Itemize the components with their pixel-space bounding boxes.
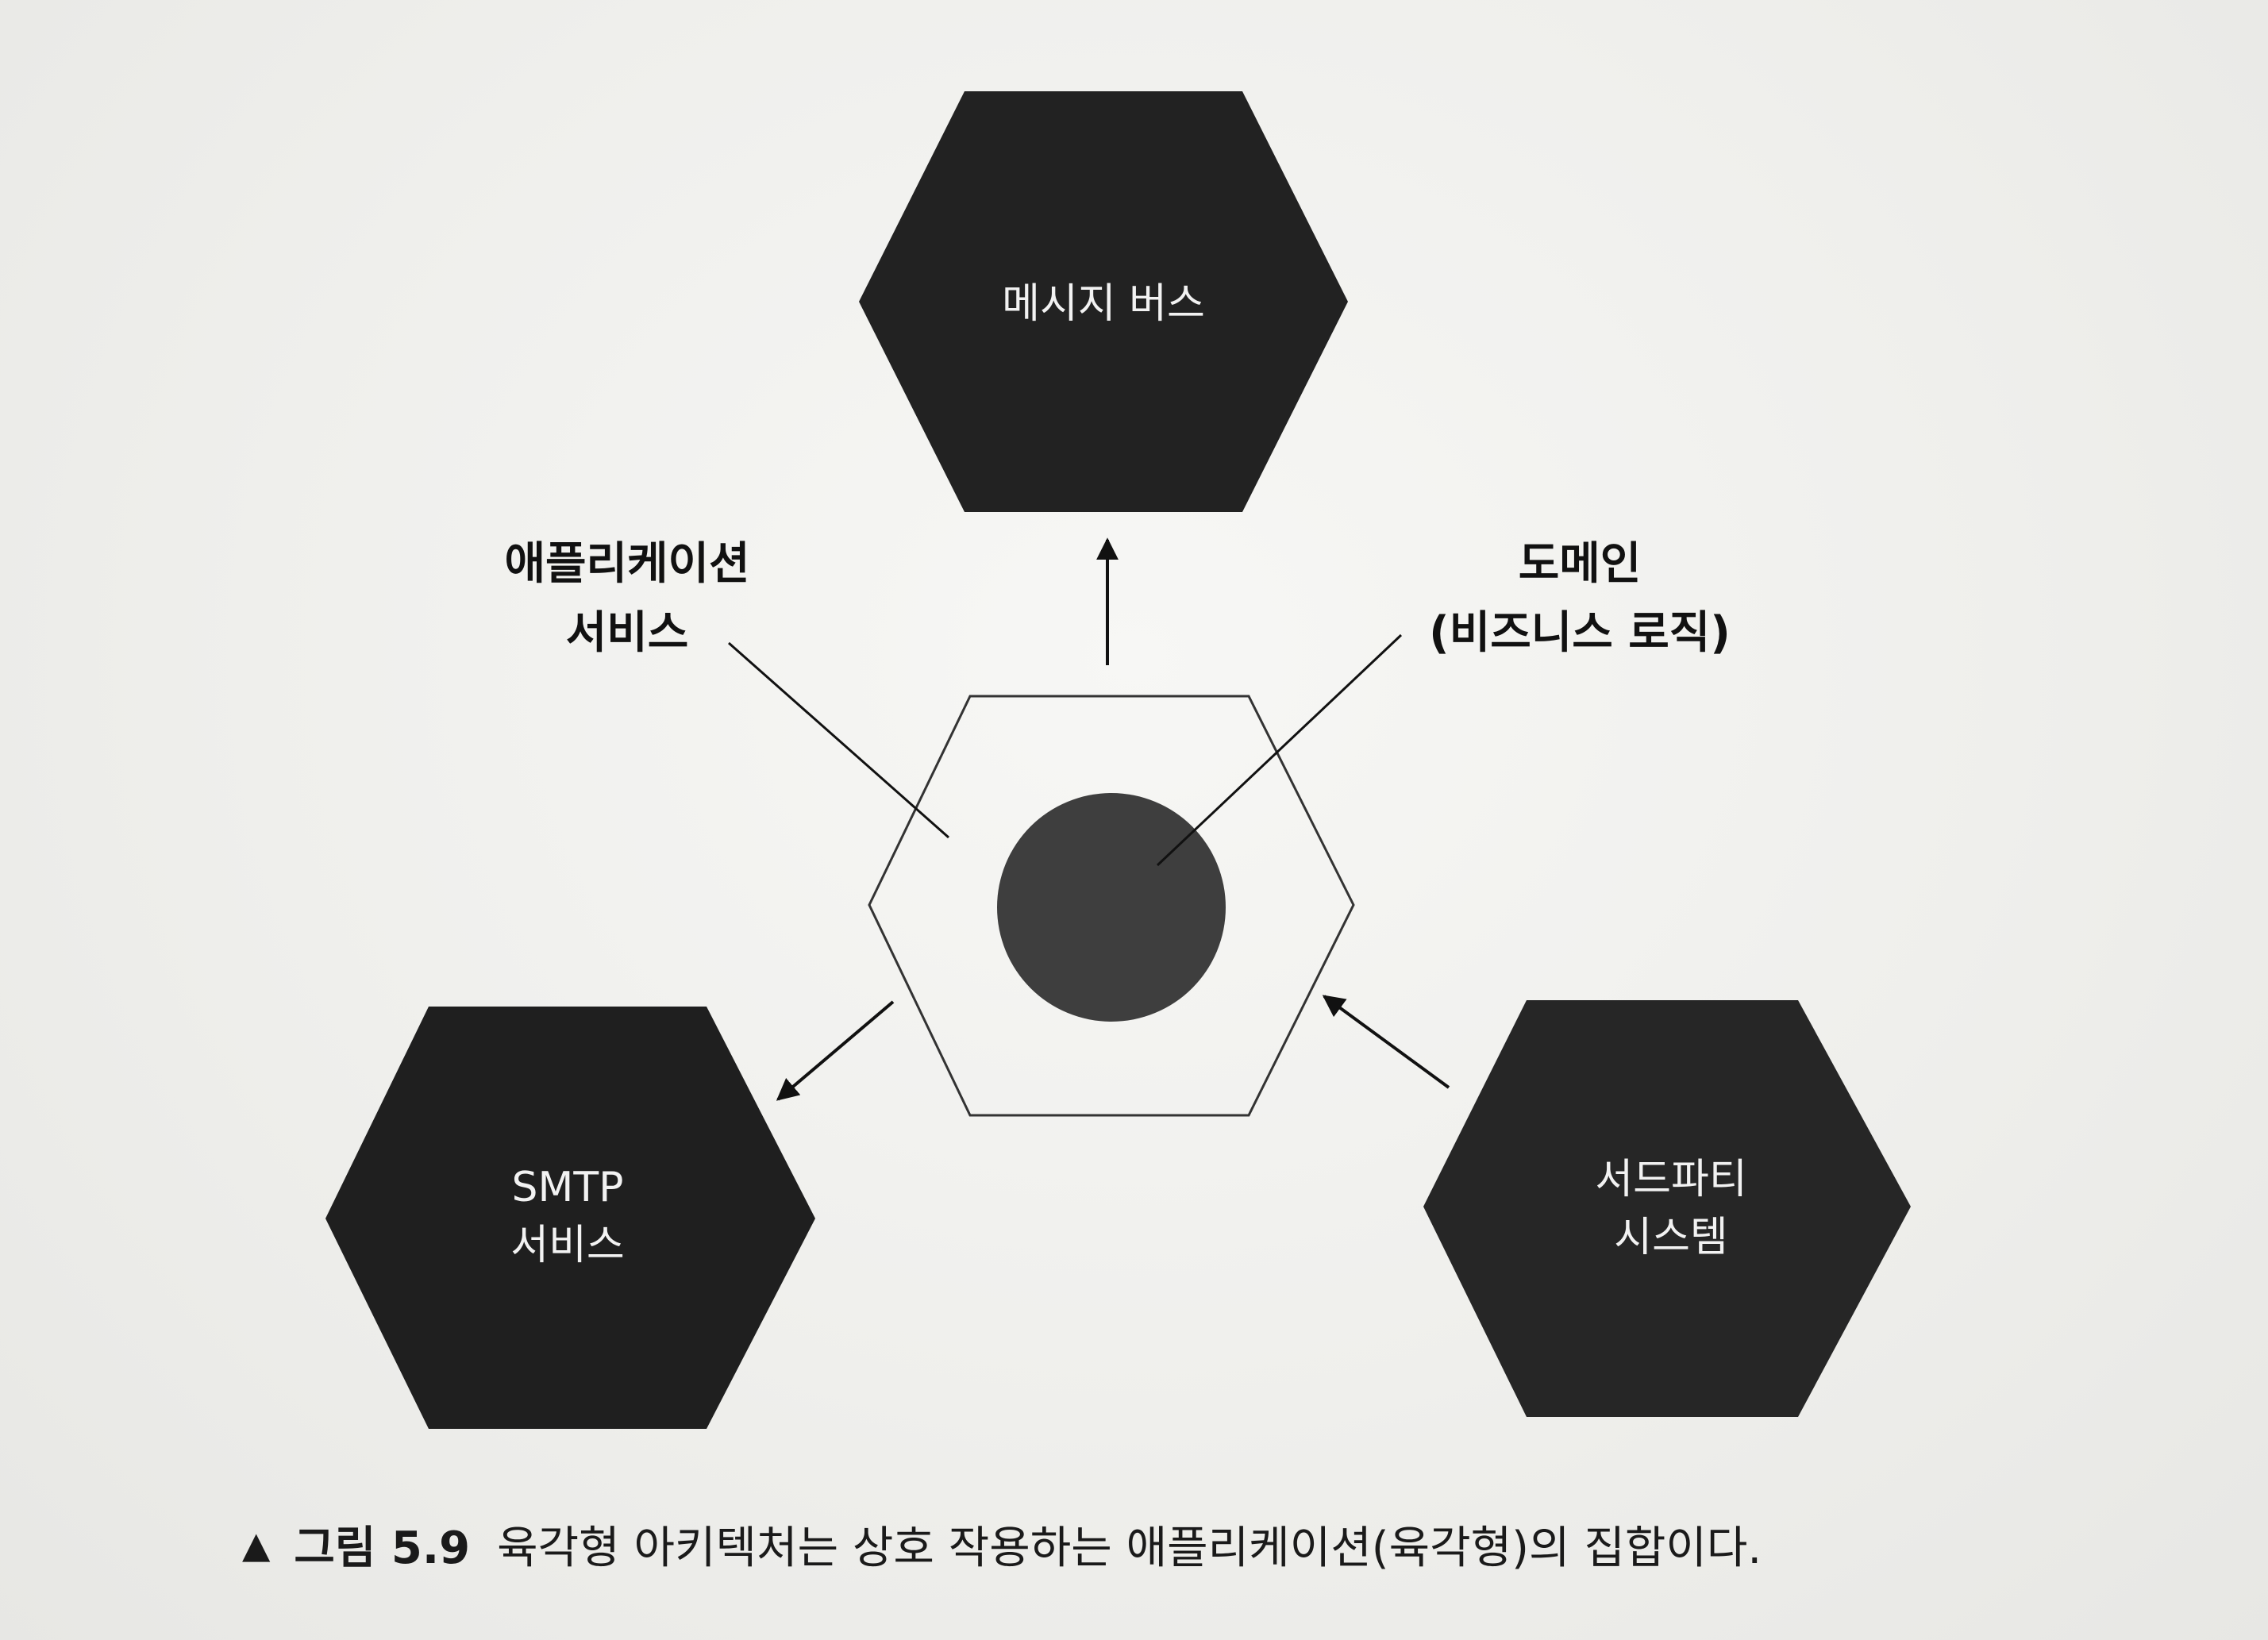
message-bus-hexagon [859, 91, 1348, 512]
third-party-system-hexagon [1423, 1000, 1911, 1417]
figure-caption: ▲ 그림 5.9 육각형 아키텍처는 상호 작용하는 애플리케이션(육각형)의 … [242, 1512, 1762, 1576]
message-bus-label-text: 메시지 버스 [1002, 280, 1205, 328]
third-party-system-label: 서드파티 시스템 [1552, 1151, 1790, 1267]
caption-triangle-icon: ▲ [242, 1523, 271, 1566]
smtp-service-label-line-1: SMTP [511, 1164, 624, 1211]
message-bus-label: 메시지 버스 [984, 275, 1223, 333]
domain-callout: 도메인 (비즈니스 로직) [1389, 530, 1770, 668]
smtp-service-label-line-2: 서비스 [510, 1221, 625, 1269]
smtp-service-label: SMTP 서비스 [449, 1159, 687, 1275]
arrow-to-smtp-service [776, 1000, 895, 1101]
caption-text: 육각형 아키텍처는 상호 작용하는 애플리케이션(육각형)의 집합이다. [497, 1523, 1762, 1574]
domain-callout-line-2: (비즈니스 로직) [1429, 606, 1731, 659]
figure-number: 그림 5.9 [294, 1523, 471, 1574]
third-party-system-label-line-1: 서드파티 [1595, 1156, 1747, 1203]
domain-circle [997, 793, 1226, 1022]
application-service-leader-line [728, 641, 949, 839]
application-service-callout: 애플리케이션 서비스 [476, 530, 778, 668]
application-service-callout-line-1: 애플리케이션 [504, 538, 750, 590]
domain-callout-line-1: 도메인 [1518, 538, 1642, 590]
application-hexagon [868, 695, 1355, 1117]
arrow-from-third-party [1322, 995, 1450, 1089]
domain-leader-line [1156, 633, 1403, 867]
smtp-service-hexagon [325, 1007, 815, 1429]
application-service-callout-line-2: 서비스 [565, 606, 689, 659]
third-party-system-label-line-2: 시스템 [1614, 1213, 1728, 1261]
